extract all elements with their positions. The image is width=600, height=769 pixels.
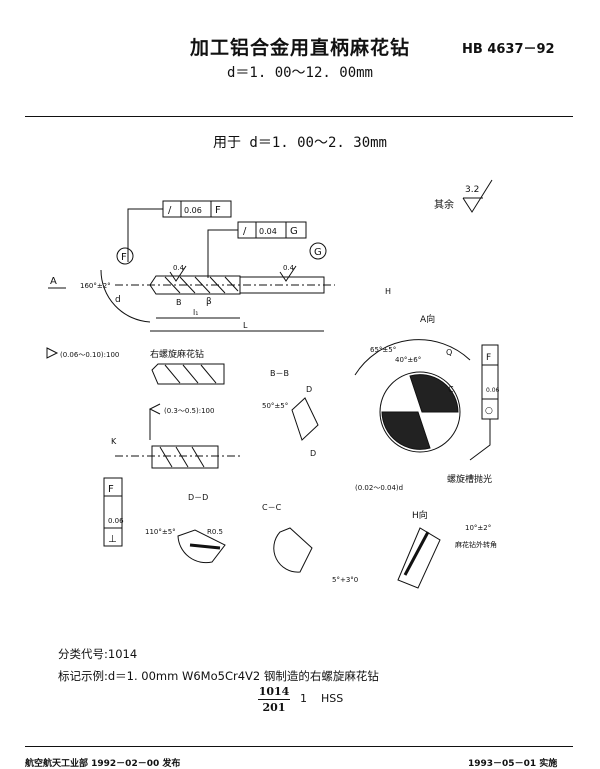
label-beta: β bbox=[206, 297, 212, 307]
tolerance-frame-g: / 0.04 G bbox=[237, 221, 307, 239]
datum-a-label: A bbox=[50, 276, 57, 287]
r-dd: R0.5 bbox=[207, 528, 223, 536]
helix-lines bbox=[164, 364, 217, 384]
angle-bb: 50°±5° bbox=[262, 402, 288, 410]
tol-side-symbol: ⊥ bbox=[108, 534, 117, 545]
dim-l: L bbox=[243, 321, 248, 330]
label-a-dir: A向 bbox=[420, 313, 435, 325]
tolerance-frame-f: / 0.06 F bbox=[162, 200, 232, 218]
leader-f bbox=[127, 208, 163, 262]
tolerance-frame-side: F 0.06 ⊥ bbox=[103, 477, 124, 547]
tol-right-f: F bbox=[486, 353, 491, 363]
dd-profile bbox=[177, 529, 226, 564]
label-d-1: D bbox=[306, 385, 312, 394]
footer-effective: 1993－05－01 实施 bbox=[468, 759, 558, 769]
cc-profile bbox=[273, 527, 313, 573]
dd-edge bbox=[189, 543, 221, 550]
h-profile bbox=[397, 527, 441, 589]
tol-f-datum: F bbox=[215, 205, 221, 216]
helix-drill-body bbox=[151, 363, 225, 385]
taper-symbol bbox=[46, 347, 59, 359]
shank bbox=[239, 276, 325, 294]
point-angle: 160°±2° bbox=[80, 282, 111, 290]
datum-f-label: F bbox=[121, 252, 127, 263]
drill-shank-view bbox=[151, 445, 219, 469]
mark-code: 1 HSS bbox=[300, 692, 343, 705]
dim-d: d bbox=[115, 295, 121, 305]
classification-code: 分类代号:1014 bbox=[58, 647, 138, 661]
point-arc bbox=[100, 269, 151, 323]
footer-rule bbox=[25, 746, 573, 747]
tol-g-datum: G bbox=[290, 226, 298, 237]
angle-40: 40°±6° bbox=[395, 356, 421, 364]
surface-finish-symbol bbox=[462, 179, 493, 213]
view-h: H向 bbox=[412, 509, 428, 521]
mark-denominator: 201 bbox=[262, 701, 286, 714]
roughness-1-symbol bbox=[169, 265, 187, 282]
page-subtitle: d＝1. 00～12. 00mm bbox=[226, 65, 373, 81]
view-cc: C－C bbox=[262, 503, 282, 512]
tol-g-symbol: / bbox=[243, 226, 247, 237]
page-title: 加工铝合金用直柄麻花钻 bbox=[189, 37, 410, 59]
dim-l1: l₁ bbox=[193, 308, 198, 317]
mark-material: HSS bbox=[321, 692, 344, 705]
roughness-1: 0.4 bbox=[173, 264, 185, 272]
flute-lines bbox=[164, 276, 239, 294]
surface-finish-label: 其余 bbox=[434, 198, 454, 211]
tolerance-frame-right: F 0.06 ○ bbox=[481, 344, 500, 420]
bb-profile bbox=[291, 397, 319, 441]
shank-view-lines bbox=[159, 446, 205, 468]
datum-f-circle bbox=[116, 247, 134, 265]
mark-one: 1 bbox=[300, 692, 307, 705]
fraction-bar bbox=[258, 699, 290, 700]
label-c: C bbox=[448, 385, 454, 394]
tol-right-value: 0.06 bbox=[486, 387, 500, 394]
tol-g-value: 0.04 bbox=[259, 227, 277, 236]
h-note: 麻花钻外转角 bbox=[455, 540, 497, 549]
view-bb: B－B bbox=[270, 369, 289, 378]
footer-issued: 航空航天工业部 1992－02－00 发布 bbox=[25, 759, 181, 769]
section-heading: 用于 d＝1. 00～2. 30mm bbox=[212, 135, 387, 151]
helix-polish: 螺旋槽抛光 bbox=[447, 473, 492, 485]
shank-taper-symbol bbox=[148, 403, 161, 415]
datum-g-label: G bbox=[314, 247, 322, 258]
flute-cut-2 bbox=[409, 374, 459, 413]
h-edge bbox=[403, 531, 430, 576]
tol-side-value: 0.06 bbox=[108, 517, 124, 525]
label-h: H bbox=[385, 287, 391, 296]
angle-h: 10°±2° bbox=[465, 524, 491, 532]
tol-right-leader bbox=[469, 419, 491, 461]
a-view-arc bbox=[354, 339, 471, 376]
label-b: B bbox=[176, 298, 182, 307]
tol-f-value: 0.06 bbox=[184, 206, 202, 215]
datum-g-circle bbox=[309, 242, 327, 260]
label-q: Q bbox=[446, 348, 452, 357]
a-view-circle bbox=[379, 371, 461, 453]
mark-fraction: 1014 201 bbox=[258, 685, 290, 714]
roughness-2: 0.4 bbox=[283, 264, 295, 272]
angle-dd: 110°±5° bbox=[145, 528, 176, 536]
tol-side-f: F bbox=[108, 484, 114, 495]
surface-finish-value: 3.2 bbox=[465, 185, 479, 195]
label-d-2: D bbox=[310, 449, 316, 458]
back-taper: (0.06～0.10):100 bbox=[60, 351, 119, 359]
view-dd: D－D bbox=[188, 493, 208, 502]
leader-g bbox=[207, 229, 238, 278]
tol-right-symbol: ○ bbox=[485, 406, 493, 416]
flute-cut-1 bbox=[381, 411, 431, 450]
right-helix-label: 右螺旋麻花钻 bbox=[150, 348, 204, 360]
technical-drawing: 其余 3.2 / 0.06 F / 0.04 G F G A 160°±2° 0… bbox=[46, 179, 500, 589]
roughness-2-symbol bbox=[279, 265, 297, 282]
header-rule bbox=[25, 116, 573, 117]
chisel-edge: (0.02～0.04)d bbox=[355, 484, 403, 492]
angle-65: 65°±5° bbox=[370, 346, 396, 354]
label-k: K bbox=[111, 437, 117, 446]
mark-numerator: 1014 bbox=[258, 685, 290, 698]
angle-cc: 5°+3°0 bbox=[332, 576, 358, 584]
standard-number: HB 4637－92 bbox=[462, 42, 555, 57]
marking-example: 标记示例:d＝1. 00mm W6Mo5Cr4V2 钢制造的右螺旋麻花钻 bbox=[58, 669, 379, 683]
tol-f-symbol: / bbox=[168, 205, 172, 216]
shank-taper: (0.3～0.5):100 bbox=[164, 407, 214, 415]
